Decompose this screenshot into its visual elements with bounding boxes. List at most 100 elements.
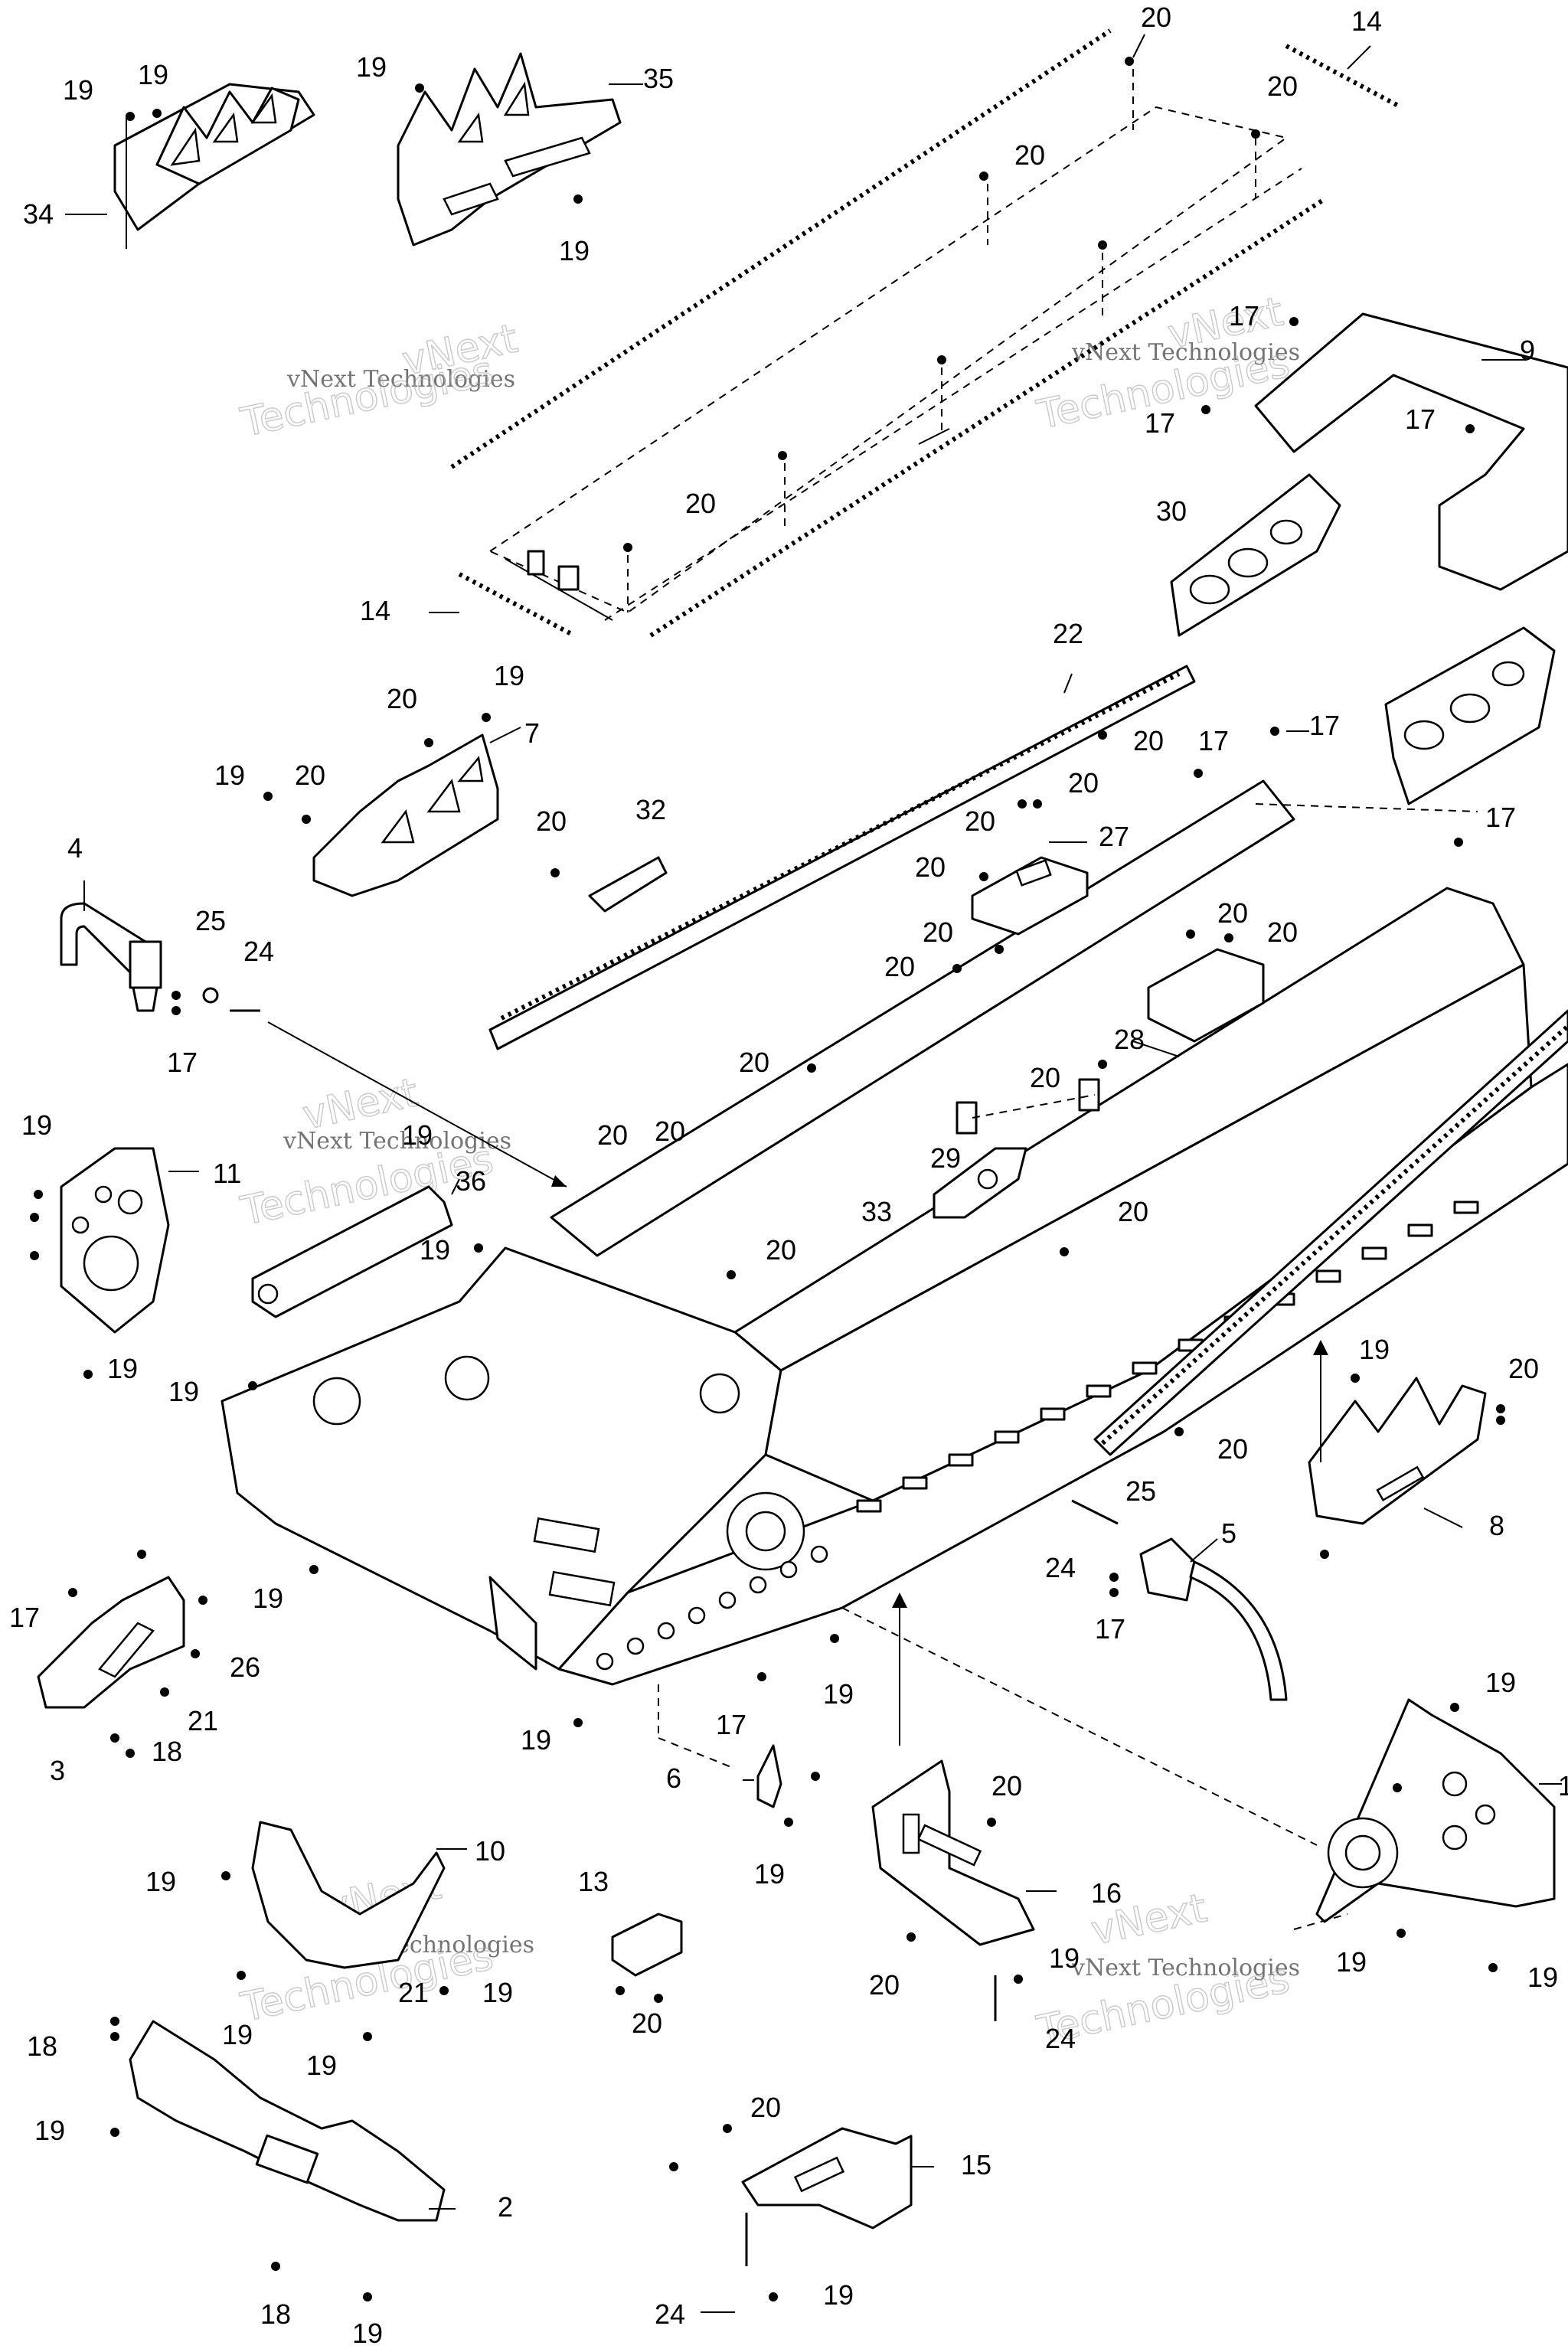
callout-19: 19 <box>1359 1334 1390 1365</box>
callout-19: 19 <box>420 1234 450 1266</box>
callout-18: 18 <box>260 2298 291 2330</box>
part-7-bracket <box>312 733 499 897</box>
watermark-top-left: vNext Technologies vNext Technologies <box>237 315 523 447</box>
watermark-text: vNext Technologies <box>1071 1955 1300 1981</box>
callout-25: 25 <box>195 905 226 936</box>
part-29-stud <box>956 1078 1100 1135</box>
callout-18: 18 <box>27 2030 57 2062</box>
callout-20: 20 <box>884 951 915 982</box>
part-14-strip-top <box>1285 44 1403 109</box>
tunnel-main <box>220 779 1568 1686</box>
watermark-text: vNext Technologies <box>283 1128 511 1155</box>
callout-19: 19 <box>402 1119 433 1151</box>
callout-14: 14 <box>360 595 390 626</box>
callout-20: 20 <box>655 1116 685 1147</box>
callout-19: 19 <box>1049 1942 1080 1974</box>
callout-17: 17 <box>1485 802 1516 833</box>
callout-13: 13 <box>578 1866 609 1897</box>
part-4-handle <box>60 902 162 1012</box>
part-6-plate <box>756 1744 782 1808</box>
callout-15: 15 <box>961 2149 991 2180</box>
callout-19: 19 <box>214 760 245 791</box>
callout-19: 19 <box>21 1109 52 1141</box>
callout-17: 17 <box>1095 1613 1125 1645</box>
callout-20: 20 <box>1133 725 1164 756</box>
callout-16: 16 <box>1091 1877 1122 1909</box>
part-30-crossmember <box>1170 473 1341 637</box>
callout-4: 4 <box>67 832 83 864</box>
callout-20: 20 <box>1030 1062 1060 1093</box>
callout-17: 17 <box>1405 403 1436 435</box>
callout-21: 21 <box>188 1705 218 1736</box>
callout-26: 26 <box>230 1651 260 1683</box>
callout-20: 20 <box>1217 897 1248 929</box>
callout-19: 19 <box>356 51 387 83</box>
callout-labels: 19 19 34 19 35 19 20 14 20 20 20 14 17 9… <box>9 2 1568 2349</box>
callout-24: 24 <box>655 2298 685 2330</box>
callout-19: 19 <box>63 74 93 106</box>
callout-19: 19 <box>823 1678 854 1710</box>
part-22-rail <box>488 665 1196 1050</box>
watermark-mid-left: vNext Technologies vNext Technologies <box>237 1070 512 1236</box>
leader-lines <box>65 34 1562 2313</box>
part-9-rear-frame <box>1254 312 1568 591</box>
callout-33: 33 <box>861 1196 892 1227</box>
callout-17: 17 <box>1309 710 1340 741</box>
callout-17: 17 <box>167 1047 198 1078</box>
callout-19: 19 <box>138 59 168 90</box>
callout-19: 19 <box>222 2019 253 2050</box>
callout-20: 20 <box>536 805 567 837</box>
callout-19: 19 <box>306 2050 337 2081</box>
callout-3: 3 <box>50 1755 65 1786</box>
callout-20: 20 <box>1508 1353 1539 1384</box>
callout-17: 17 <box>1229 300 1259 332</box>
callout-17: 17 <box>716 1709 746 1740</box>
part-24-25-bolt-left <box>202 987 260 1012</box>
callout-22: 22 <box>1053 618 1083 649</box>
part-bracket-20-right <box>1147 948 1265 1043</box>
callout-32: 32 <box>635 794 666 825</box>
callout-20: 20 <box>965 805 995 837</box>
assembly-lines <box>267 69 1478 1930</box>
part-11-side-plate <box>60 1147 170 1334</box>
callout-19: 19 <box>107 1353 138 1384</box>
callout-1: 1 <box>1558 1770 1568 1802</box>
callout-19: 19 <box>754 1858 785 1890</box>
callout-19: 19 <box>34 2115 65 2146</box>
part-32-bracket <box>588 856 668 913</box>
callout-25: 25 <box>1125 1475 1156 1507</box>
callout-20: 20 <box>1267 916 1298 948</box>
callout-19: 19 <box>1485 1667 1516 1698</box>
part-27-bracket <box>971 856 1089 936</box>
callout-20: 20 <box>915 851 946 883</box>
part-1-side-plate <box>1315 1698 1556 1923</box>
callout-17: 17 <box>1145 407 1175 439</box>
callout-5: 5 <box>1221 1517 1236 1549</box>
callout-30: 30 <box>1156 495 1187 527</box>
callout-20: 20 <box>632 2007 662 2039</box>
callout-34: 34 <box>23 198 54 230</box>
callout-24: 24 <box>1045 1552 1076 1583</box>
callout-7: 7 <box>524 717 540 749</box>
callout-20: 20 <box>739 1047 769 1078</box>
callout-20: 20 <box>685 488 716 519</box>
callout-19: 19 <box>253 1583 283 1614</box>
callout-20: 20 <box>295 760 325 791</box>
callout-19: 19 <box>482 1977 513 2008</box>
watermark-text: vNext Technologies <box>286 366 515 393</box>
callout-35: 35 <box>643 63 674 94</box>
watermark-text: vNext Technologies <box>1071 339 1300 366</box>
part-34-slide-bracket <box>113 83 315 249</box>
callout-20: 20 <box>991 1770 1022 1802</box>
part-16-bracket <box>871 1759 1035 1946</box>
callout-19: 19 <box>521 1724 551 1756</box>
callout-20: 20 <box>387 683 417 714</box>
callout-36: 36 <box>456 1165 486 1197</box>
callout-20: 20 <box>1141 2 1171 33</box>
part-15-bracket <box>741 2127 913 2230</box>
callout-20: 20 <box>923 916 953 948</box>
part-36-bracket <box>251 1185 453 1318</box>
callout-17: 17 <box>1198 725 1229 756</box>
callout-21: 21 <box>398 1977 429 2008</box>
